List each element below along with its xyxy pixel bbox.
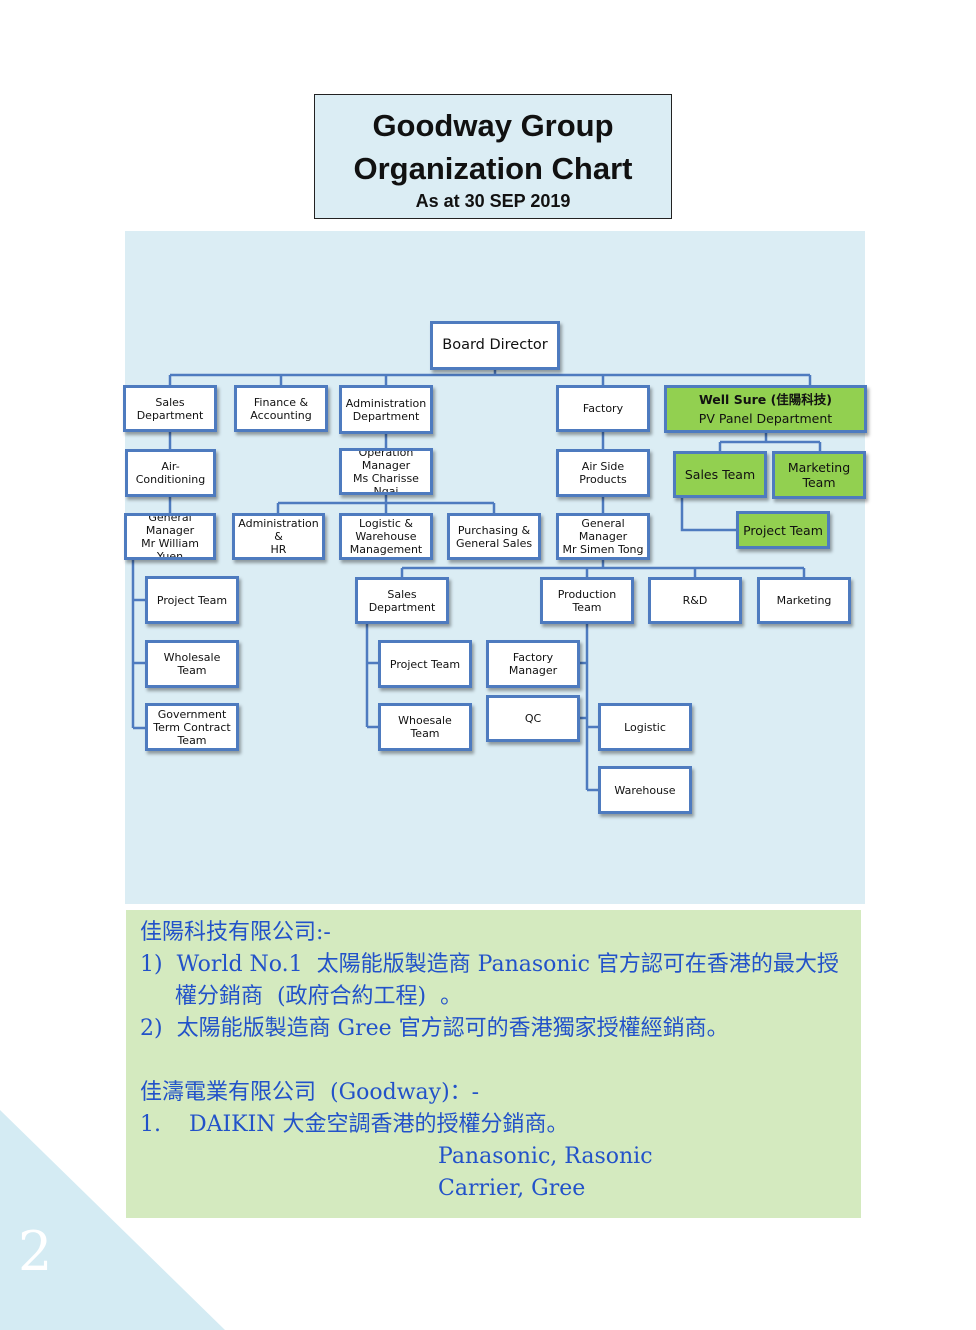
- factory-node: Factory: [556, 385, 650, 432]
- info-line-7: Panasonic, Rasonic: [438, 1144, 653, 1169]
- wellsure-name: Well Sure (佳陽科技): [698, 392, 833, 407]
- connector-operation-bus: [276, 495, 496, 513]
- general-manager-simen-node: General Manager Mr Simen Tong: [556, 513, 650, 560]
- factory-manager-node: Factory Manager: [486, 640, 580, 688]
- info-line-3: 權分銷商 (政府合約工程) 。: [140, 984, 463, 1009]
- air-conditioning-node: Air-Conditioning: [125, 449, 216, 497]
- factory-sales-department-node: Sales Department: [355, 577, 449, 624]
- title-date: As at 30 SEP 2019: [415, 191, 571, 211]
- wellsure-project-team-node: Project Team: [736, 511, 830, 549]
- connector-board-bus: [168, 369, 812, 385]
- connector-william-team: [131, 560, 145, 730]
- finance-accounting-node: Finance & Accounting: [234, 385, 328, 432]
- wholesale-team-node: Wholesale Team: [145, 640, 239, 688]
- info-spacer: [140, 1045, 861, 1077]
- connector-simen-bus: [400, 560, 806, 577]
- whoesale-team-node: Whoesale Team: [378, 703, 472, 751]
- title-box: Goodway Group Organization Chart As at 3…: [314, 94, 672, 219]
- project-team-node: Project Team: [145, 576, 239, 624]
- logistic-node: Logistic: [598, 703, 692, 751]
- wellsure-marketing-team-node: Marketing Team: [772, 451, 866, 499]
- warehouse-node: Warehouse: [598, 766, 692, 814]
- title-line-2: Organization Chart: [353, 151, 633, 186]
- logistic-warehouse-node: Logistic & Warehouse Management: [339, 513, 433, 560]
- page-number: 2: [18, 1220, 53, 1283]
- operation-manager-node: Operation Manager Ms Charisse Ngai: [339, 448, 433, 495]
- general-manager-william-node: General Manager Mr William Yuen: [124, 513, 216, 560]
- connector-wellsure-column: [680, 432, 822, 532]
- rnd-node: R&D: [648, 577, 742, 624]
- administration-department-node: Administration Department: [339, 385, 433, 434]
- administration-hr-node: Administration & HR: [232, 513, 325, 560]
- company-info-box: 佳陽科技有限公司:- 1) World No.1 太陽能版製造商 Panason…: [126, 910, 861, 1218]
- air-side-products-node: Air Side Products: [556, 449, 650, 497]
- marketing-node: Marketing: [757, 577, 851, 624]
- wellsure-sales-team-node: Sales Team: [673, 451, 767, 498]
- wellsure-pv-panel-node: Well Sure (佳陽科技) PV Panel Department: [664, 385, 867, 433]
- info-line-2: 1) World No.1 太陽能版製造商 Panasonic 官方認可在香港的…: [140, 952, 839, 977]
- info-line-8: Carrier, Gree: [438, 1176, 586, 1201]
- info-line-5: 佳濤電業有限公司 (Goodway)：-: [140, 1080, 480, 1105]
- production-team-node: Production Team: [540, 577, 634, 624]
- connector-sales-dept-team: [365, 624, 378, 729]
- connector-production-team: [580, 624, 598, 792]
- government-term-contract-team-node: Government Term Contract Team: [145, 703, 239, 751]
- info-line-1: 佳陽科技有限公司:-: [140, 920, 331, 945]
- info-line-6: 1. DAIKIN 大金空調香港的授權分銷商。: [140, 1112, 569, 1137]
- purchasing-general-sales-node: Purchasing & General Sales: [447, 513, 541, 560]
- qc-node: QC: [486, 695, 580, 742]
- wellsure-department: PV Panel Department: [698, 411, 833, 426]
- title-line-1: Goodway Group: [372, 108, 614, 143]
- board-director-node: Board Director: [430, 321, 560, 370]
- info-line-4: 2) 太陽能版製造商 Gree 官方認可的香港獨家授權經銷商。: [140, 1016, 729, 1041]
- factory-project-team-node: Project Team: [378, 640, 472, 688]
- sales-department-node: Sales Department: [123, 385, 217, 432]
